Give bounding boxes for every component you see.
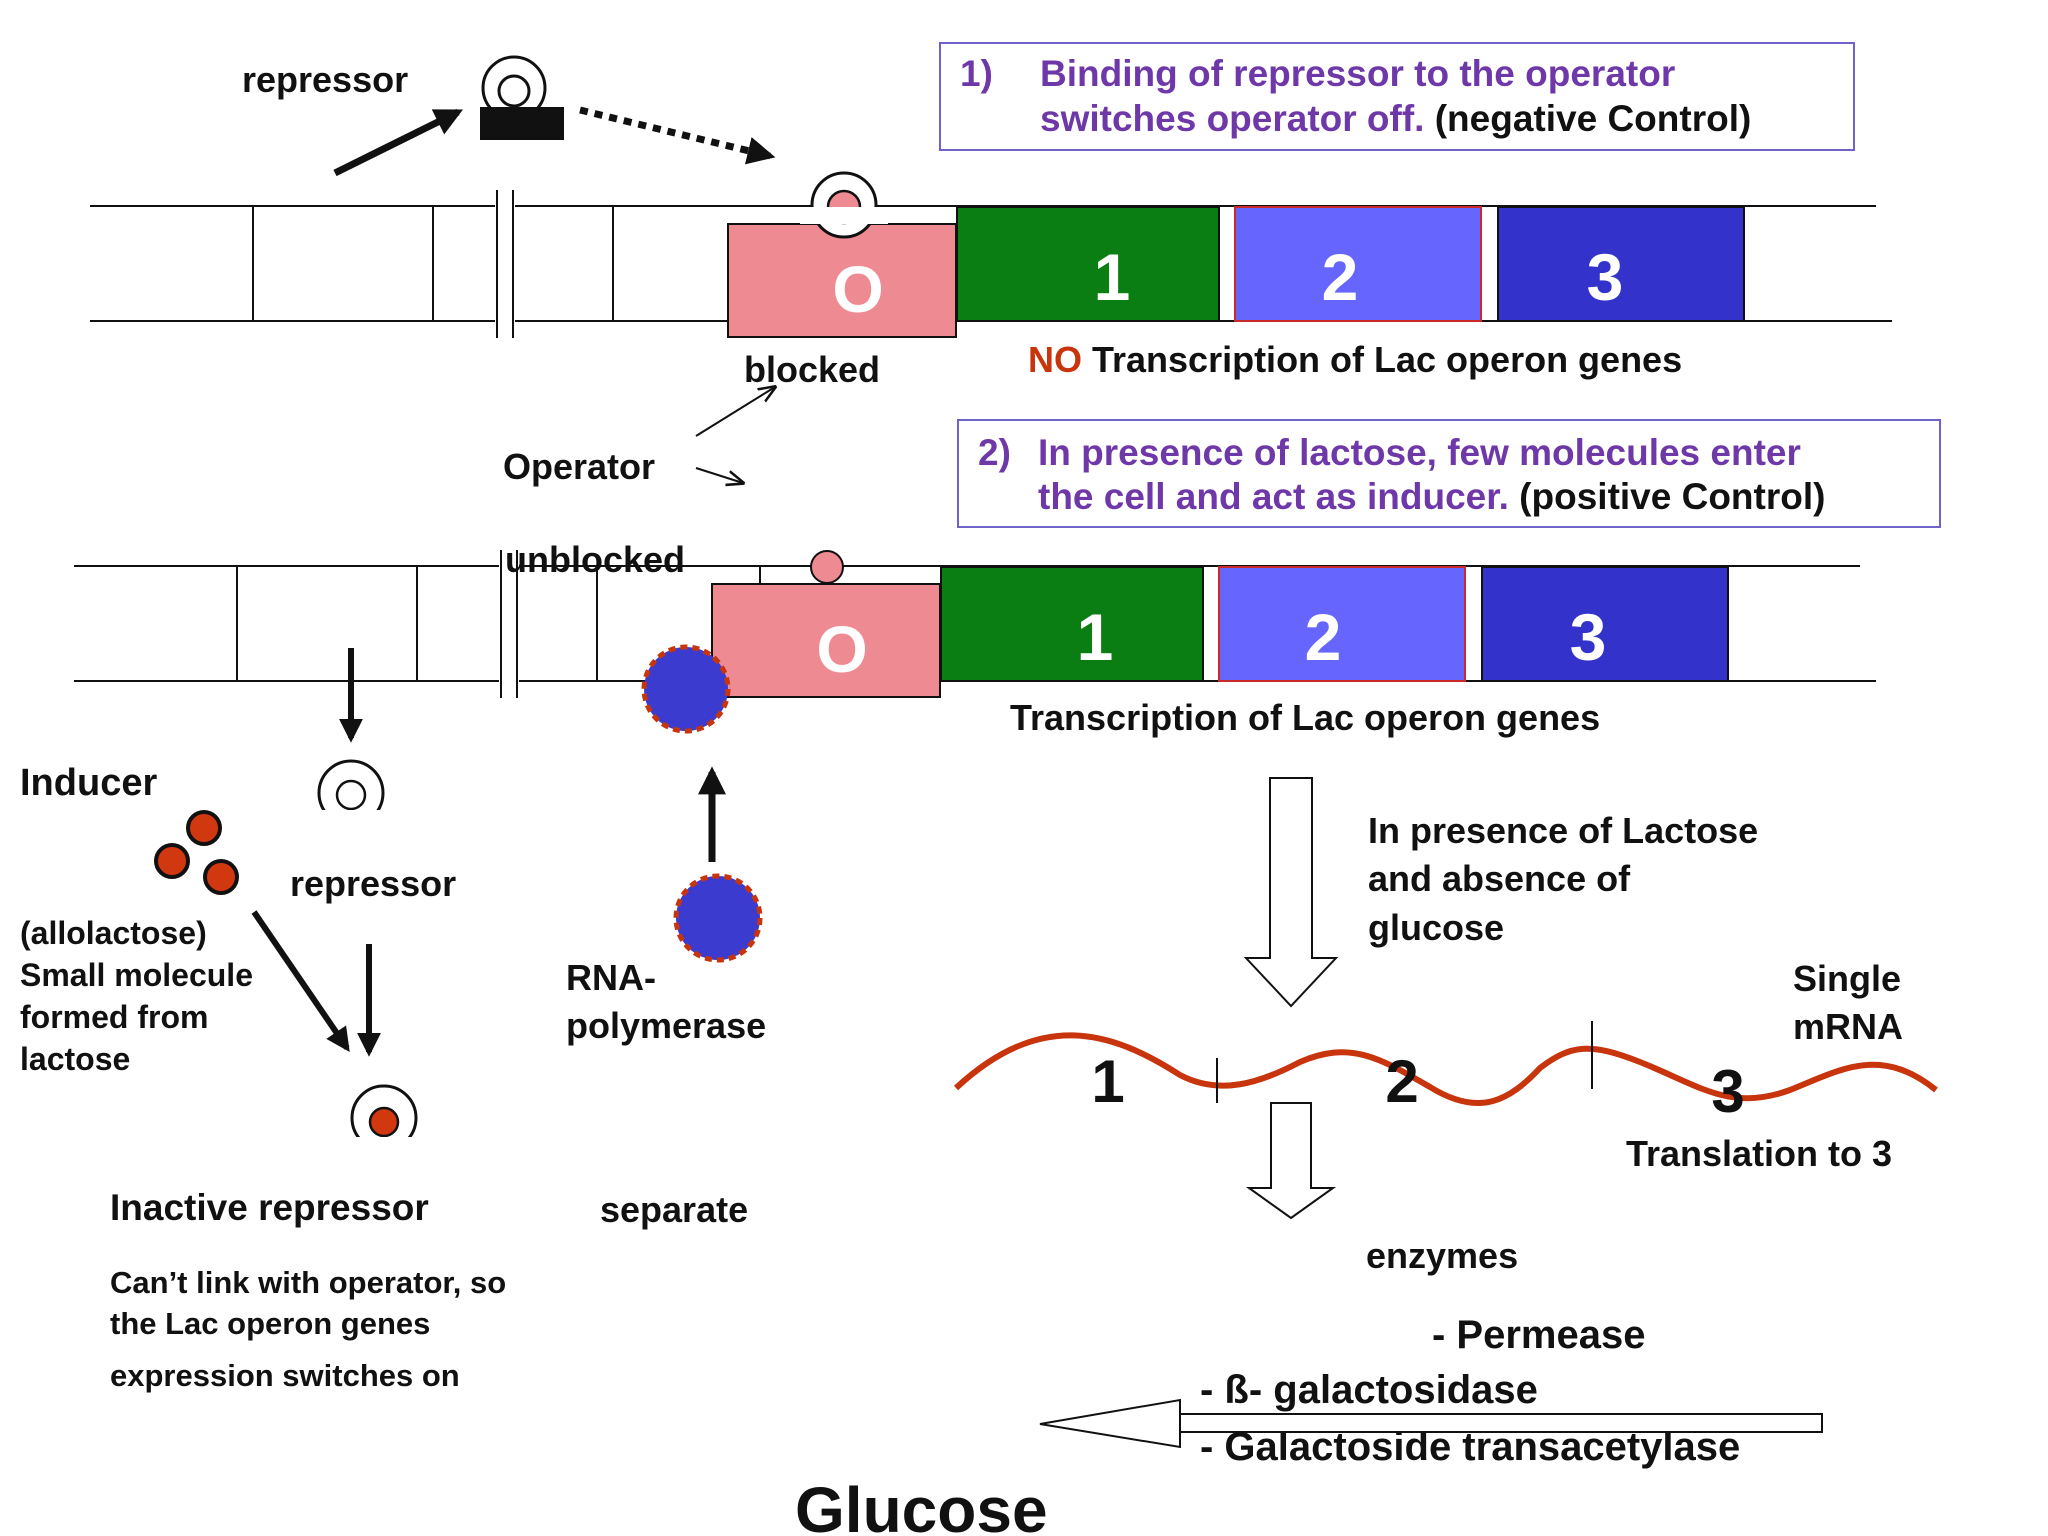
- box2-line1: In presence of lactose, few molecules en…: [1038, 432, 1801, 473]
- arrow-inducer-binding: [251, 910, 350, 1052]
- gene-1-number: 1: [1094, 240, 1131, 314]
- mrna-number-1: 1: [1091, 1048, 1124, 1115]
- operator-label: Operator: [503, 446, 655, 487]
- inactive-repressor-label: Inactive repressor: [110, 1187, 429, 1228]
- operator-letter-2: O: [816, 612, 867, 686]
- arrow-to-unblocked: [695, 467, 743, 483]
- inactive-repressor-icon: [338, 1084, 430, 1167]
- repressor-label-2: repressor: [290, 863, 456, 904]
- gene-2-number-2: 2: [1305, 600, 1342, 674]
- free-repressor-icon: [305, 759, 397, 840]
- operator-letter-1: O: [832, 252, 883, 326]
- glucose-label: Glucose: [795, 1474, 1048, 1536]
- dotted-arrow-to-operator: [579, 106, 776, 165]
- gene-1-box-1: 1: [956, 206, 1220, 322]
- active-repressor-icon: [480, 55, 564, 140]
- enzymes-label: enzymes: [1366, 1235, 1518, 1276]
- enzyme-transacetylase: - Galactoside transacetylase: [1200, 1425, 1740, 1469]
- arrow-to-repressor: [333, 108, 464, 177]
- hollow-arrow-down-2: [1245, 1102, 1337, 1220]
- inducer-label: Inducer: [20, 762, 157, 804]
- mrna-strand: [953, 1032, 1938, 1106]
- single-mrna-label: Single mRNA: [1793, 958, 1911, 1047]
- allolactose-text: (allolactose) Small molecule formed from…: [20, 915, 262, 1077]
- gene-2-box-1: 2: [1234, 206, 1482, 322]
- no-transcription-label: NO Transcription of Lac operon genes: [1028, 339, 1682, 380]
- gene-3-box-1: 3: [1497, 206, 1745, 322]
- rna-polymerase-label: RNA- polymerase: [566, 957, 766, 1046]
- gene-3-number-2: 3: [1570, 600, 1607, 674]
- box2-number: 2): [978, 432, 1011, 473]
- mrna-number-3: 3: [1711, 1058, 1744, 1125]
- hollow-arrow-left: [1039, 1398, 1823, 1449]
- inducer-molecules-icon: [154, 810, 239, 895]
- negative-control-box: 1) Binding of repressor to the operator …: [939, 42, 1855, 151]
- blocked-label: blocked: [744, 349, 880, 390]
- bound-rna-polymerase: [641, 644, 731, 734]
- hollow-arrow-down-1: [1243, 777, 1339, 1008]
- translation-label: Translation to 3: [1626, 1133, 1892, 1174]
- box2-line2: the cell and act as inducer. (positive C…: [1038, 476, 1825, 517]
- cant-link-text: Can’t link with operator, so the Lac ope…: [110, 1265, 515, 1393]
- gene-2-number: 2: [1322, 240, 1359, 314]
- box1-number: 1): [960, 53, 993, 94]
- gene-2-box-2: 2: [1218, 566, 1466, 682]
- transcription-label: Transcription of Lac operon genes: [1010, 697, 1600, 738]
- separate-label: separate: [600, 1189, 748, 1230]
- operator-box-1: O: [727, 223, 957, 338]
- operator-site-dot: [810, 550, 844, 584]
- gene-1-box-2: 1: [940, 566, 1204, 682]
- operator-box-2: O: [711, 583, 941, 698]
- rna-polymerase-icon: [673, 873, 763, 963]
- arrow-to-blocked: [695, 387, 775, 437]
- gene-1-number-2: 1: [1077, 600, 1114, 674]
- enzyme-permease: - Permease: [1432, 1313, 1645, 1357]
- enzyme-galactosidase: - ß- galactosidase: [1200, 1368, 1538, 1412]
- mrna-number-2: 2: [1385, 1048, 1418, 1115]
- top-repressor-label: repressor: [242, 59, 408, 100]
- condition-text: In presence of Lactose and absence of gl…: [1368, 810, 1768, 948]
- gene-3-box-2: 3: [1481, 566, 1729, 682]
- box1-line1: Binding of repressor to the operator: [1040, 53, 1675, 94]
- positive-control-box: 2) In presence of lactose, few molecules…: [957, 419, 1941, 528]
- gene-3-number: 3: [1587, 240, 1624, 314]
- unblocked-label: unblocked: [505, 539, 685, 580]
- bound-repressor-icon: [800, 171, 888, 239]
- box1-line2: switches operator off. (negative Control…: [1040, 98, 1751, 139]
